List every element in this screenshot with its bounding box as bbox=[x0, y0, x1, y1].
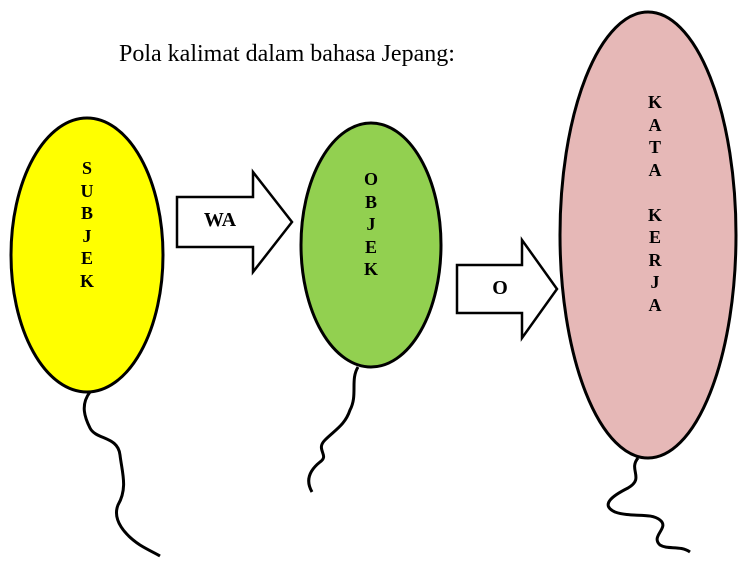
kata-kerja-letter: T bbox=[648, 137, 661, 157]
subjek-letter: B bbox=[80, 203, 93, 223]
subjek-letter: K bbox=[79, 270, 94, 291]
wa-arrow-label: WA bbox=[203, 209, 237, 231]
objek-string bbox=[307, 366, 360, 493]
o-arrow bbox=[455, 236, 559, 342]
wa-arrow bbox=[175, 168, 294, 276]
objek-label: O B J E K bbox=[361, 168, 381, 281]
diagram-heading: Pola kalimat dalam bahasa Jepang: bbox=[119, 41, 455, 67]
objek-letter: K bbox=[363, 259, 378, 279]
kata-kerja-letter: K bbox=[647, 92, 662, 112]
kata-kerja-letter: A bbox=[648, 159, 662, 180]
o-arrow-label: O bbox=[492, 277, 508, 299]
kata-kerja-letter: K bbox=[647, 204, 662, 225]
subjek-label: S U B J E K bbox=[77, 157, 97, 292]
subjek-balloon bbox=[9, 116, 165, 394]
kata-kerja-string bbox=[606, 457, 691, 554]
kata-kerja-letter: J bbox=[650, 272, 660, 292]
kata-kerja-letter: R bbox=[648, 249, 662, 270]
objek-letter: B bbox=[364, 191, 377, 212]
subjek-string bbox=[82, 391, 161, 558]
objek-letter: O bbox=[363, 169, 378, 189]
objek-letter: J bbox=[366, 214, 376, 234]
subjek-letter: E bbox=[80, 248, 93, 268]
objek-balloon bbox=[299, 121, 443, 369]
subjek-letter: J bbox=[82, 225, 92, 246]
kata-kerja-letter: A bbox=[648, 294, 662, 315]
subjek-letter: U bbox=[80, 180, 94, 201]
kata-kerja-balloon bbox=[558, 10, 738, 460]
kata-kerja-letter: A bbox=[648, 114, 662, 135]
objek-letter: E bbox=[364, 236, 377, 257]
kata-kerja-letter: E bbox=[648, 227, 661, 247]
kata-kerja-label: K A T A K E R J A bbox=[645, 91, 665, 316]
subjek-letter: S bbox=[81, 158, 92, 178]
